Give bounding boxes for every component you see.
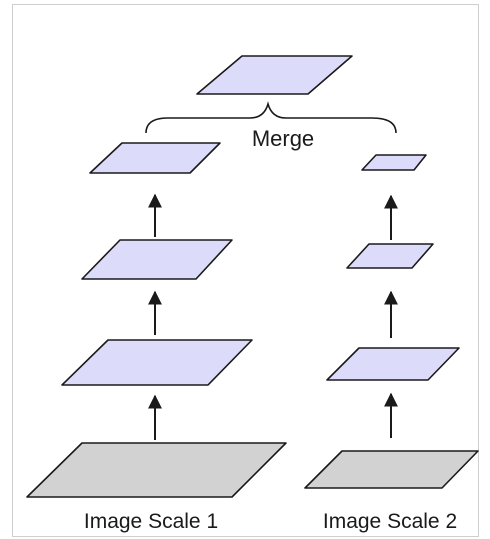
scale2-label: Image Scale 2 (323, 510, 457, 533)
scale1-feature-map-1 (61, 339, 253, 386)
image-frame (12, 4, 479, 537)
scale2-feature-map-3 (361, 154, 427, 171)
scale1-label: Image Scale 1 (84, 510, 218, 533)
scale1-feature-map-3 (89, 142, 221, 174)
merged-feature-map (196, 55, 353, 95)
merge-label: Merge (252, 126, 314, 151)
scale2-input-image (304, 450, 479, 489)
scale1-feature-map-2 (81, 239, 233, 280)
scale1-input-image (26, 442, 287, 498)
scale2-feature-map-1 (326, 347, 460, 381)
merge-brace (145, 101, 397, 134)
scale2-feature-map-2 (346, 243, 434, 269)
